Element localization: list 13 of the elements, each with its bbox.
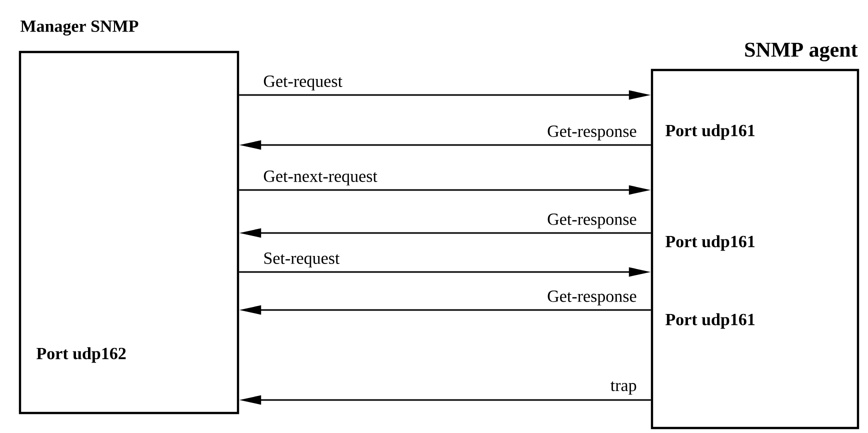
box-heading: Manager SNMP — [20, 20, 138, 36]
edge-label: trap — [609, 380, 638, 396]
edge-label: Get-response — [546, 290, 638, 306]
port-label: Port udp161 — [666, 124, 755, 140]
edge-label: Get-next-request — [262, 170, 378, 186]
edge-label: Set-request — [262, 252, 341, 268]
port-label: Port udp162 — [36, 347, 126, 363]
edge-label: Get-response — [546, 124, 638, 142]
port-label: Port udp161 — [666, 313, 755, 329]
edge-label: Get-response — [546, 212, 638, 230]
box-heading: SNMP agent — [745, 42, 858, 62]
port-label: Port udp161 — [666, 235, 755, 251]
edge-label: Get-request — [262, 74, 344, 92]
